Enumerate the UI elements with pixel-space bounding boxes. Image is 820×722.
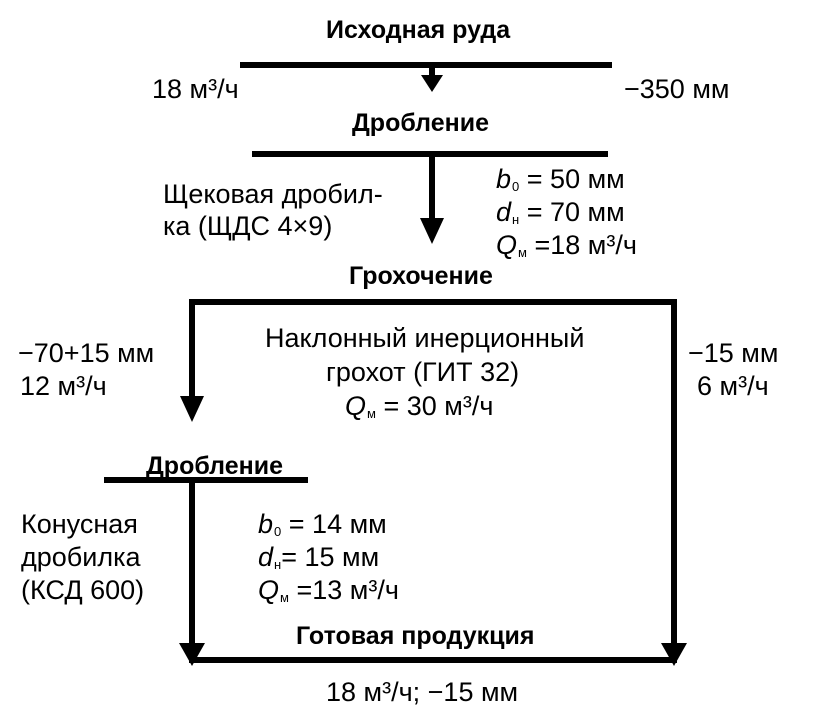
screening-title: Грохочение bbox=[349, 262, 493, 290]
stage1-b0: b0 = 50 мм bbox=[496, 164, 625, 194]
stage2-b0: b0 = 14 мм bbox=[258, 509, 387, 539]
screening-Qm: Qм = 30 м³/ч bbox=[345, 391, 494, 421]
ore-size: −350 мм bbox=[624, 74, 730, 104]
screening-undersize-size: −15 мм bbox=[688, 338, 779, 368]
stage1-Qm: Qм =18 м³/ч bbox=[496, 230, 637, 260]
product-arrow-head bbox=[179, 643, 205, 666]
stage1-title: Дробление bbox=[352, 109, 489, 137]
ore-flow: 18 м³/ч bbox=[152, 74, 239, 104]
ore-arrow-head bbox=[421, 75, 443, 92]
stage1-dn: dн = 70 мм bbox=[496, 197, 625, 227]
screening-undersize-flow: 6 м³/ч bbox=[697, 371, 769, 401]
screen-oversize-arrow-head bbox=[180, 396, 204, 422]
stage2-dn: dн= 15 мм bbox=[258, 542, 380, 572]
screening-oversize-size: −70+15 мм bbox=[18, 338, 155, 368]
stage1-equipment-line2: ка (ЩДС 4×9) bbox=[163, 211, 333, 241]
product-summary: 18 м³/ч; −15 мм bbox=[326, 677, 519, 707]
stage2-equipment-line2: дробилка bbox=[21, 542, 141, 572]
stage2-title: Дробление bbox=[146, 452, 283, 480]
stage2-equipment-line3: (КСД 600) bbox=[21, 575, 145, 605]
undersize-arrow-head bbox=[661, 643, 687, 666]
ore-title: Исходная руда bbox=[326, 16, 511, 44]
product-title: Готовая продукция bbox=[296, 622, 535, 650]
stage2-Qm: Qм =13 м³/ч bbox=[258, 575, 399, 605]
stage2-equipment-line1: Конусная bbox=[21, 509, 138, 539]
stage1-arrow-head bbox=[420, 218, 444, 244]
screening-equipment-line2: грохот (ГИТ 32) bbox=[326, 357, 520, 387]
screening-equipment-line1: Наклонный инерционный bbox=[265, 323, 585, 353]
screening-oversize-flow: 12 м³/ч bbox=[20, 371, 107, 401]
stage1-equipment-line1: Щековая дробил- bbox=[163, 179, 383, 209]
